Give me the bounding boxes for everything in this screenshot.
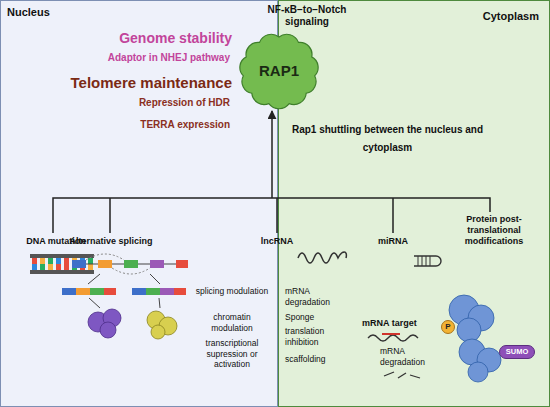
rap1-cloud: RAP1	[236, 30, 322, 112]
mechanism-item: translation inhibition	[285, 326, 343, 347]
regulator-label: lncRNA	[247, 236, 307, 247]
regulator-label: Protein post-translational modifications	[446, 214, 542, 247]
regulator-label: Alternative splicing	[56, 236, 166, 247]
node-text: SUMO	[506, 348, 529, 356]
sumo-mark: SUMO	[499, 345, 535, 359]
mechanism-item: transcriptional supression or activation	[194, 338, 270, 370]
phospho-mark: P	[441, 320, 455, 334]
arrow-to-rap1	[271, 111, 273, 198]
dna-icon	[30, 254, 94, 274]
cytoplasm-panel: CytoplasmPSUMO	[278, 0, 550, 407]
bracket-tree	[53, 198, 490, 233]
function-item: Adaptor in NHEJ pathway	[88, 52, 230, 64]
mechanism-item: scaffolding	[285, 354, 343, 365]
cloud-outline	[240, 34, 318, 108]
mechanism-item: chromatin modulation	[194, 312, 270, 333]
function-item: TERRA expression	[100, 119, 230, 131]
node-text: RAP1	[259, 63, 299, 80]
mechanism-item: mRNA target	[362, 318, 432, 329]
regulator-label: miRNA	[368, 236, 418, 247]
node-text: Nucleus	[7, 6, 271, 18]
function-heading: Genome stability	[80, 30, 232, 47]
node-text: P	[445, 323, 450, 332]
lncrna-icon	[298, 252, 346, 263]
mechanism-item: Sponge	[285, 312, 343, 323]
splicing-icon	[62, 254, 188, 339]
function-heading: Telomere maintenance	[50, 74, 232, 92]
mirna-icon	[368, 256, 441, 378]
protein-icon	[449, 295, 501, 382]
mechanism-item: mRNA degradation	[380, 346, 434, 367]
shuttling-note: Rap1 shuttling between the nucleus and c…	[280, 121, 495, 157]
mechanism-item: splicing modulation	[194, 286, 270, 297]
signaling-note: NF-κB−to−Notch signaling	[261, 4, 353, 28]
function-item: Repression of HDR	[100, 97, 230, 109]
mechanism-item: mRNA degradation	[285, 286, 343, 307]
